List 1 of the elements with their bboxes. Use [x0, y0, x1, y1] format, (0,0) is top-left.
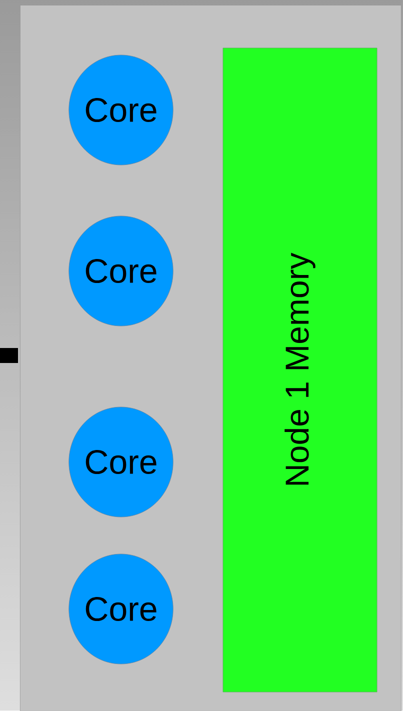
memory-block: Node 1 Memory: [222, 48, 378, 692]
